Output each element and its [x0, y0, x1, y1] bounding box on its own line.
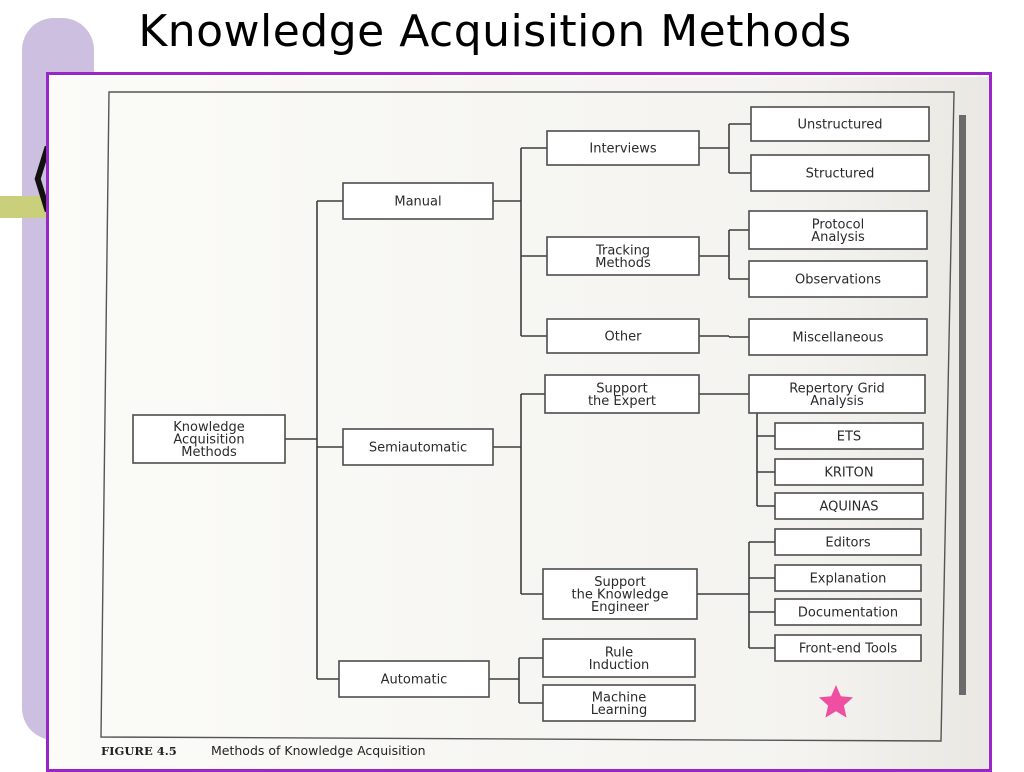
- node-label: Rule: [605, 645, 633, 660]
- node-label: Learning: [591, 703, 647, 718]
- node-manual: Manual: [342, 182, 494, 220]
- node-box: [774, 492, 924, 520]
- figure-label: FIGURE 4.5: [101, 744, 177, 758]
- node-label: Tracking: [595, 243, 650, 258]
- node-box: [342, 428, 494, 466]
- node-box: [750, 106, 930, 142]
- node-semiautomatic: Semiautomatic: [342, 428, 494, 466]
- node-box: [542, 684, 696, 722]
- node-label: AQUINAS: [819, 500, 878, 515]
- node-box: [546, 236, 700, 276]
- node-documentation: Documentation: [774, 598, 922, 626]
- node-label: Explanation: [810, 572, 887, 587]
- node-label: the Knowledge: [572, 588, 669, 603]
- connector-lines: [285, 123, 775, 704]
- node-box: [748, 210, 928, 250]
- node-box: [748, 318, 928, 356]
- figure-caption: Methods of Knowledge Acquisition: [211, 743, 426, 758]
- node-box: [342, 182, 494, 220]
- node-automatic: Automatic: [338, 660, 490, 698]
- node-label: Support: [594, 575, 645, 590]
- node-box: [546, 318, 700, 354]
- node-label: Structured: [806, 167, 875, 182]
- node-label: Observations: [795, 273, 881, 288]
- node-label: Analysis: [811, 230, 865, 245]
- node-interviews: Interviews: [546, 130, 700, 166]
- node-explanation: Explanation: [774, 564, 922, 592]
- node-label: Methods: [595, 256, 651, 271]
- node-label: Documentation: [798, 606, 898, 621]
- node-label: the Expert: [588, 394, 656, 409]
- node-box: [542, 638, 696, 678]
- node-label: Unstructured: [797, 118, 882, 133]
- node-label: Methods: [181, 445, 237, 460]
- node-frontend: Front-end Tools: [774, 634, 922, 662]
- node-box: [774, 564, 922, 592]
- node-label: Repertory Grid: [789, 381, 885, 396]
- node-misc: Miscellaneous: [748, 318, 928, 356]
- node-label: Support: [596, 381, 647, 396]
- node-label: Interviews: [589, 142, 656, 157]
- node-label: Machine: [592, 690, 646, 705]
- node-label: Acquisition: [173, 433, 244, 448]
- node-label: Knowledge: [173, 420, 244, 435]
- node-label: Front-end Tools: [799, 642, 897, 657]
- node-box: [774, 458, 924, 486]
- node-label: Editors: [825, 536, 870, 551]
- node-label: Induction: [589, 658, 650, 673]
- star-icon: [818, 685, 854, 718]
- node-observations: Observations: [748, 260, 928, 298]
- node-label: Engineer: [591, 600, 650, 615]
- node-editors: Editors: [774, 528, 922, 556]
- page-border: [100, 91, 955, 742]
- node-unstructured: Unstructured: [750, 106, 930, 142]
- node-label: Semiautomatic: [369, 441, 467, 456]
- decorative-stripe: [0, 196, 60, 218]
- node-box: [750, 154, 930, 192]
- node-box: [774, 598, 922, 626]
- node-label: Miscellaneous: [792, 331, 883, 346]
- node-box: [338, 660, 490, 698]
- node-kriton: KRITON: [774, 458, 924, 486]
- node-box: [546, 130, 700, 166]
- node-box: [774, 528, 922, 556]
- node-box: [544, 374, 700, 414]
- node-label: Automatic: [381, 673, 448, 688]
- node-label: ETS: [837, 430, 861, 445]
- knowledge-acquisition-tree-diagram: KnowledgeAcquisitionMethodsManualSemiaut…: [100, 91, 966, 758]
- node-box: [748, 260, 928, 298]
- node-box: [748, 374, 926, 414]
- slide-title: Knowledge Acquisition Methods: [138, 6, 852, 57]
- node-label: Manual: [394, 195, 441, 210]
- node-structured: Structured: [750, 154, 930, 192]
- node-label: KRITON: [824, 466, 873, 481]
- node-box: [542, 568, 698, 620]
- diagram-nodes: KnowledgeAcquisitionMethodsManualSemiaut…: [132, 106, 930, 722]
- node-label: Protocol: [812, 217, 864, 232]
- node-box: [774, 634, 922, 662]
- node-label: Analysis: [810, 394, 864, 409]
- node-box: [132, 414, 286, 464]
- node-other: Other: [546, 318, 700, 354]
- node-label: Other: [605, 330, 643, 345]
- node-box: [774, 422, 924, 450]
- page-shadow-edge: [959, 115, 966, 695]
- node-aquinas: AQUINAS: [774, 492, 924, 520]
- node-ets: ETS: [774, 422, 924, 450]
